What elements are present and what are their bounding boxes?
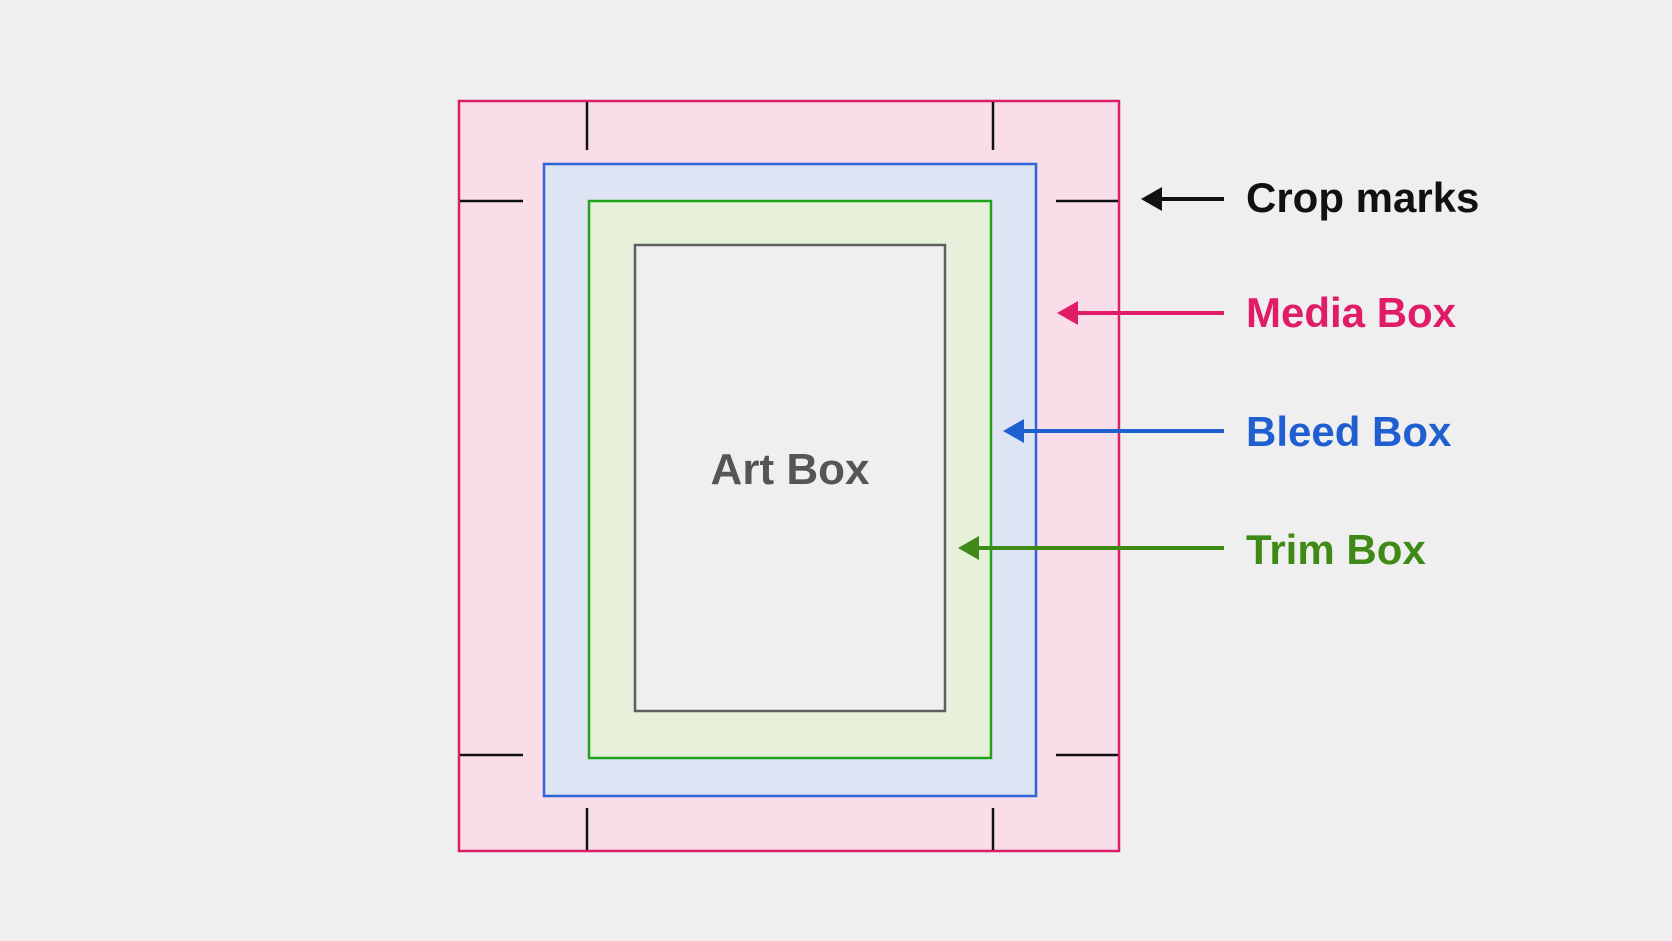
trim-box-arrow [958,536,1224,560]
bleed-box-arrow [1003,419,1224,443]
art-box-label: Art Box [711,445,870,494]
bleed-box-label: Bleed Box [1246,408,1452,455]
crop-marks [460,102,1118,850]
trim-box-label: Trim Box [1246,526,1426,573]
crop-marks-label: Crop marks [1246,174,1479,221]
media-box-arrow [1057,301,1224,325]
crop-marks-arrow [1141,187,1224,211]
art-box-rect [633,243,947,713]
media-box-label: Media Box [1246,289,1457,336]
